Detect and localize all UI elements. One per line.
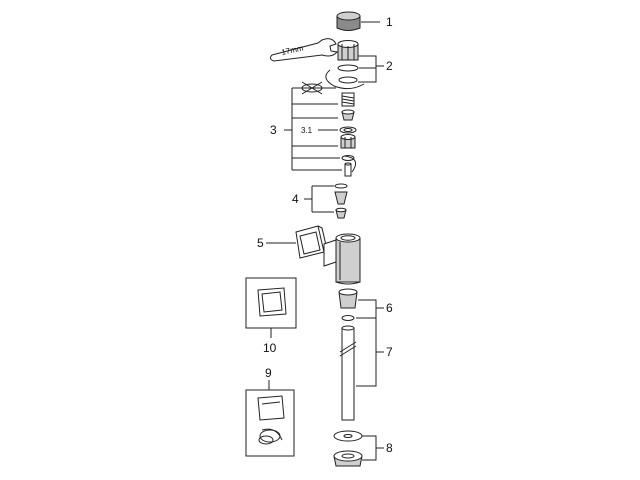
callout-1: 1 [386, 15, 393, 29]
callout-3-1: 3.1 [301, 126, 313, 135]
part-1-cap [336, 11, 361, 31]
callout-10: 10 [263, 341, 277, 355]
callout-9: 9 [265, 366, 272, 380]
part-5-mounting-plate [295, 225, 329, 259]
callout-8: 8 [386, 441, 393, 455]
bracket-3 [284, 87, 342, 171]
callout-5: 5 [257, 236, 264, 250]
part-3-spring-valve-set [339, 92, 357, 177]
callout-7: 7 [386, 345, 393, 359]
rotation-arrow-mid [343, 155, 357, 173]
part-10-box [245, 277, 297, 338]
bracket-4 [304, 185, 334, 213]
rotation-arrow-top [325, 69, 365, 90]
callout-6: 6 [386, 301, 393, 315]
part-2-cartridge-top [337, 40, 359, 84]
part-4-valve-insert [334, 183, 348, 219]
bracket-7 [356, 317, 384, 387]
callout-2: 2 [386, 59, 393, 73]
part-7-flush-pipe [339, 325, 357, 421]
part-6-adapter [338, 288, 358, 321]
bracket-2 [358, 55, 384, 83]
part-8-rosette-nut [333, 430, 363, 467]
callout-3: 3 [270, 123, 277, 137]
callout-4: 4 [292, 192, 299, 206]
part-9-box [245, 380, 295, 457]
valve-body-housing [323, 233, 361, 285]
wrench-tool: 17mm [269, 38, 338, 62]
bracket-6 [356, 299, 384, 319]
bracket-8 [362, 435, 384, 461]
